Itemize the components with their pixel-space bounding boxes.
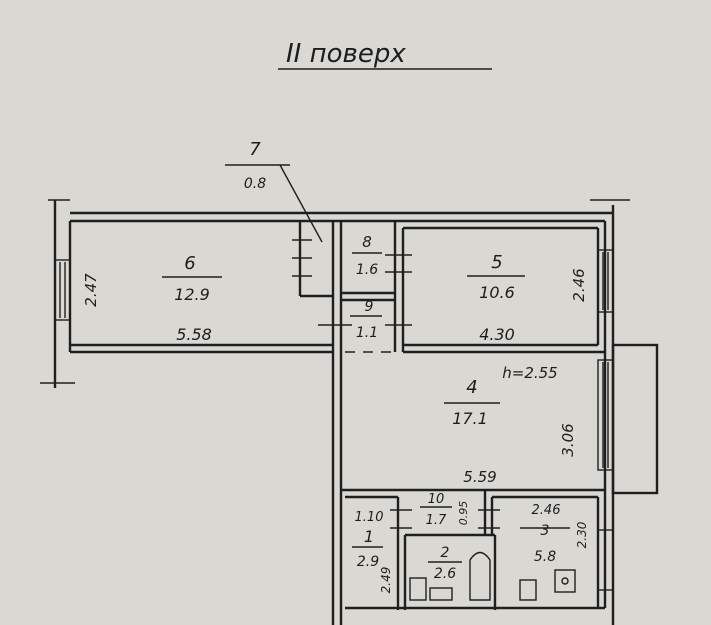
- room-10-label: 10 1.7 0.95: [426, 492, 470, 528]
- svg-text:2.6: 2.6: [434, 566, 456, 582]
- fraction-bars: [162, 252, 570, 563]
- svg-text:9: 9: [365, 299, 374, 315]
- svg-text:8: 8: [362, 233, 372, 251]
- svg-text:0.8: 0.8: [244, 176, 266, 192]
- room-6-label: 6 12.9 5.58 2.47: [82, 253, 212, 344]
- plan-title: II поверх: [286, 39, 406, 69]
- central-walls: [318, 221, 605, 354]
- window-left: [54, 259, 71, 321]
- svg-text:2.30: 2.30: [575, 521, 589, 548]
- room-3-label: 2.46 3 5.8 2.30: [532, 503, 589, 565]
- svg-text:5.59: 5.59: [463, 468, 496, 486]
- svg-text:10.6: 10.6: [479, 283, 515, 302]
- svg-text:7: 7: [249, 139, 261, 160]
- room-5-label: 5 10.6 4.30 2.46: [479, 252, 588, 344]
- svg-text:17.1: 17.1: [452, 409, 488, 428]
- svg-text:3: 3: [541, 523, 550, 539]
- svg-text:5.58: 5.58: [176, 325, 212, 344]
- svg-text:5.8: 5.8: [534, 549, 556, 565]
- svg-text:1: 1: [364, 527, 374, 546]
- svg-text:1.7: 1.7: [426, 513, 447, 528]
- room-2-label: 2 2.6: [434, 545, 456, 582]
- svg-text:2.47: 2.47: [82, 273, 100, 307]
- svg-text:10: 10: [428, 492, 445, 507]
- room-7-label: 7 0.8: [244, 139, 266, 192]
- svg-text:1.6: 1.6: [356, 262, 378, 278]
- closet-7-walls: [225, 164, 333, 298]
- room-8-label: 8 1.6: [356, 233, 378, 278]
- balcony: [611, 343, 659, 495]
- svg-text:0.95: 0.95: [457, 501, 470, 526]
- bottom-walls: [341, 488, 605, 610]
- svg-text:1.1: 1.1: [356, 325, 378, 341]
- svg-text:2.9: 2.9: [357, 554, 379, 570]
- ceiling-height-label: h=2.55: [502, 364, 557, 382]
- svg-text:4: 4: [466, 377, 477, 398]
- svg-text:2.46: 2.46: [570, 268, 588, 301]
- svg-text:3.06: 3.06: [559, 423, 577, 456]
- svg-text:12.9: 12.9: [174, 285, 210, 304]
- svg-text:2: 2: [441, 545, 450, 561]
- room-1-label: 1.10 1 2.9 2.49: [355, 510, 393, 593]
- room-4-label: 4 17.1 5.59 3.06 h=2.55: [452, 364, 577, 486]
- svg-text:1.10: 1.10: [355, 510, 384, 525]
- svg-text:2.49: 2.49: [379, 567, 393, 594]
- svg-text:6: 6: [184, 253, 195, 274]
- svg-text:4.30: 4.30: [479, 325, 515, 344]
- room-9-label: 9 1.1: [356, 299, 378, 341]
- svg-text:5: 5: [491, 252, 502, 273]
- svg-text:2.46: 2.46: [532, 503, 561, 518]
